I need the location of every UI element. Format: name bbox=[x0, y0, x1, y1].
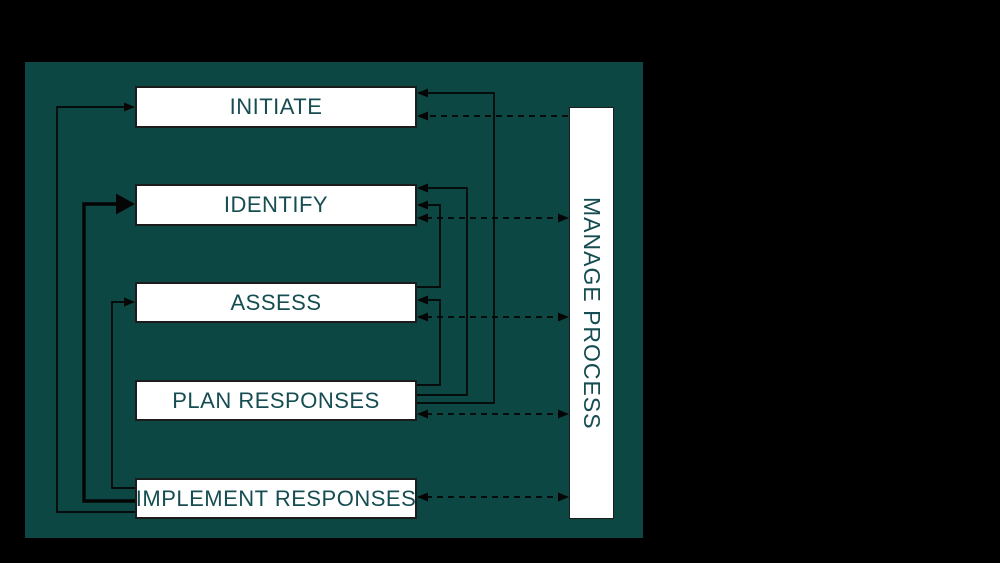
node-initiate-label: INITIATE bbox=[229, 94, 323, 119]
node-identify-label: IDENTIFY bbox=[223, 192, 329, 217]
node-manage-process-label: MANAGE PROCESS bbox=[579, 196, 605, 430]
node-identify: IDENTIFY bbox=[135, 184, 417, 226]
node-initiate: INITIATE bbox=[135, 86, 417, 128]
node-assess-label: ASSESS bbox=[230, 289, 322, 315]
node-assess: ASSESS bbox=[135, 282, 417, 323]
node-implement-responses: IMPLEMENT RESPONSES bbox=[135, 478, 417, 519]
node-implement-responses-label: IMPLEMENT RESPONSES bbox=[135, 485, 417, 511]
node-plan-responses: PLAN RESPONSES bbox=[135, 380, 417, 421]
node-plan-responses-label: PLAN RESPONSES bbox=[172, 387, 380, 413]
node-manage-process: MANAGE PROCESS bbox=[569, 107, 614, 519]
